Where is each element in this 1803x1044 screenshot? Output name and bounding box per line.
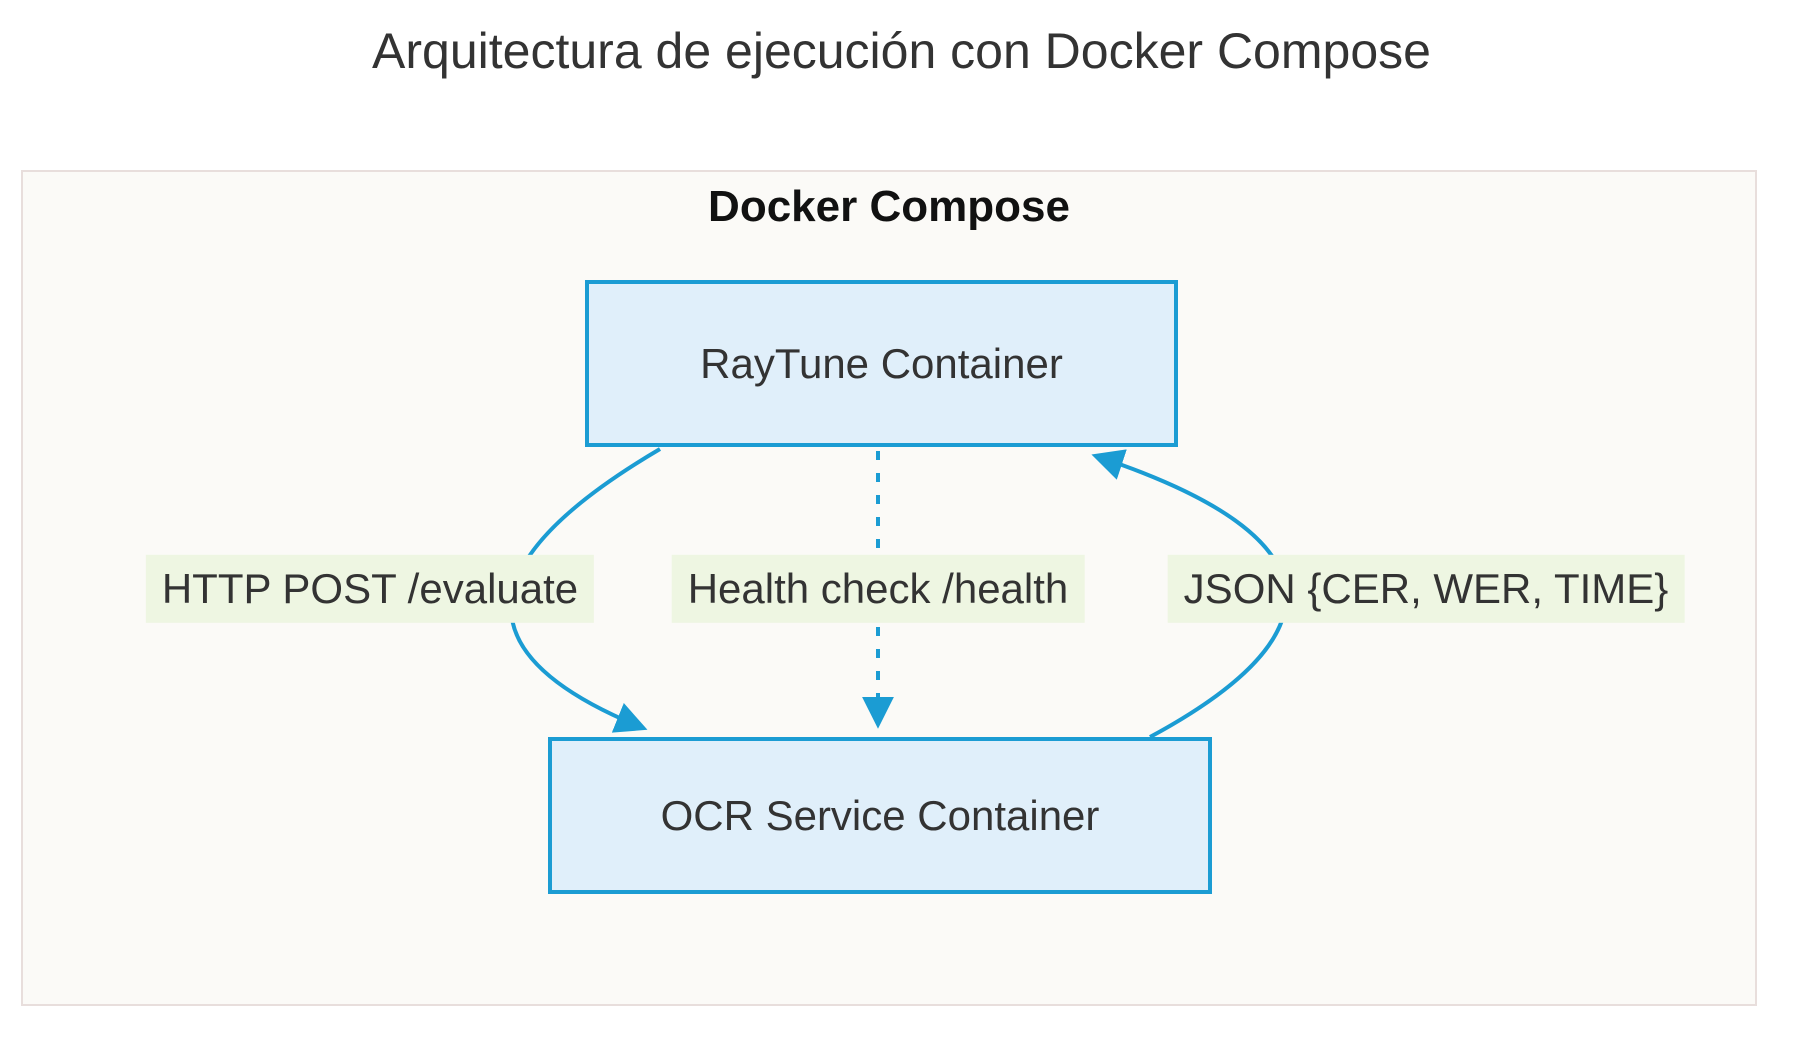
node-raytune-container: RayTune Container (585, 280, 1178, 447)
node-ocr-label: OCR Service Container (660, 791, 1100, 839)
node-raytune-label: RayTune Container (700, 339, 1063, 387)
edge-label-http-post: HTTP POST /evaluate (145, 554, 595, 624)
edge-label-health-check: Health check /health (671, 554, 1085, 624)
diagram-title: Arquitectura de ejecución con Docker Com… (372, 23, 1431, 79)
cluster-label: Docker Compose (708, 182, 1070, 231)
edge-label-json-response: JSON {CER, WER, TIME} (1167, 554, 1685, 624)
node-ocr-service-container: OCR Service Container (548, 737, 1212, 894)
